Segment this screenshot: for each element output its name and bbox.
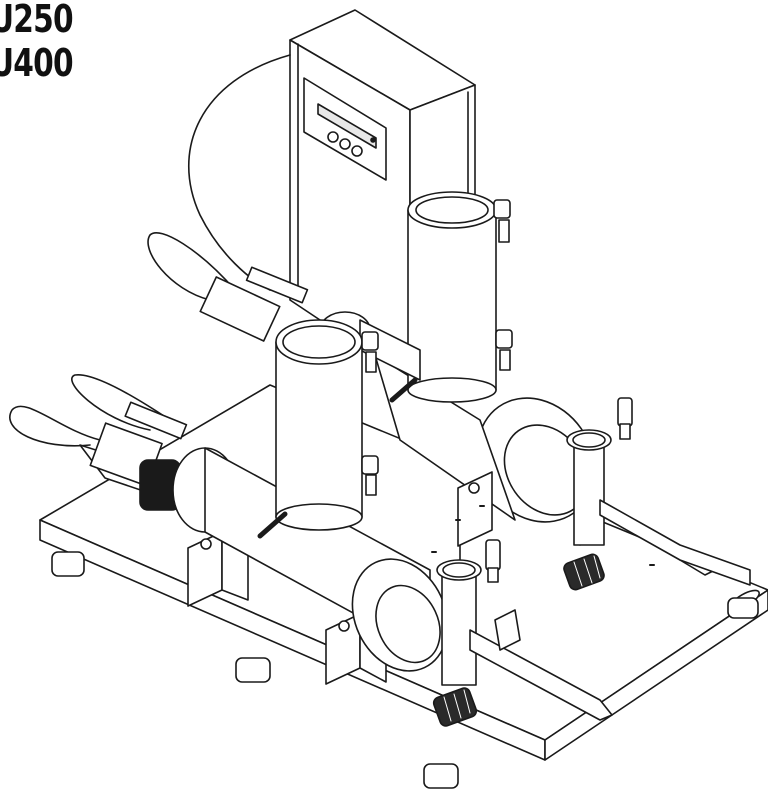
model-label-1: U250 [0,0,74,41]
control-button-3-icon [352,146,362,156]
funnel-front [437,560,612,720]
control-button-1-icon [328,132,338,142]
base-marks [432,506,654,565]
feet [52,552,758,788]
cables [10,55,290,446]
model-label-2: U400 [0,41,74,85]
cylinder-back [392,192,496,402]
cylinder-front [260,320,362,536]
motor-front [80,402,465,686]
knob-back [562,553,605,592]
funnel-back [567,430,750,585]
knob-front [432,686,478,727]
fittings-back [494,200,632,439]
control-button-2-icon [340,139,350,149]
fittings-front [362,332,500,582]
